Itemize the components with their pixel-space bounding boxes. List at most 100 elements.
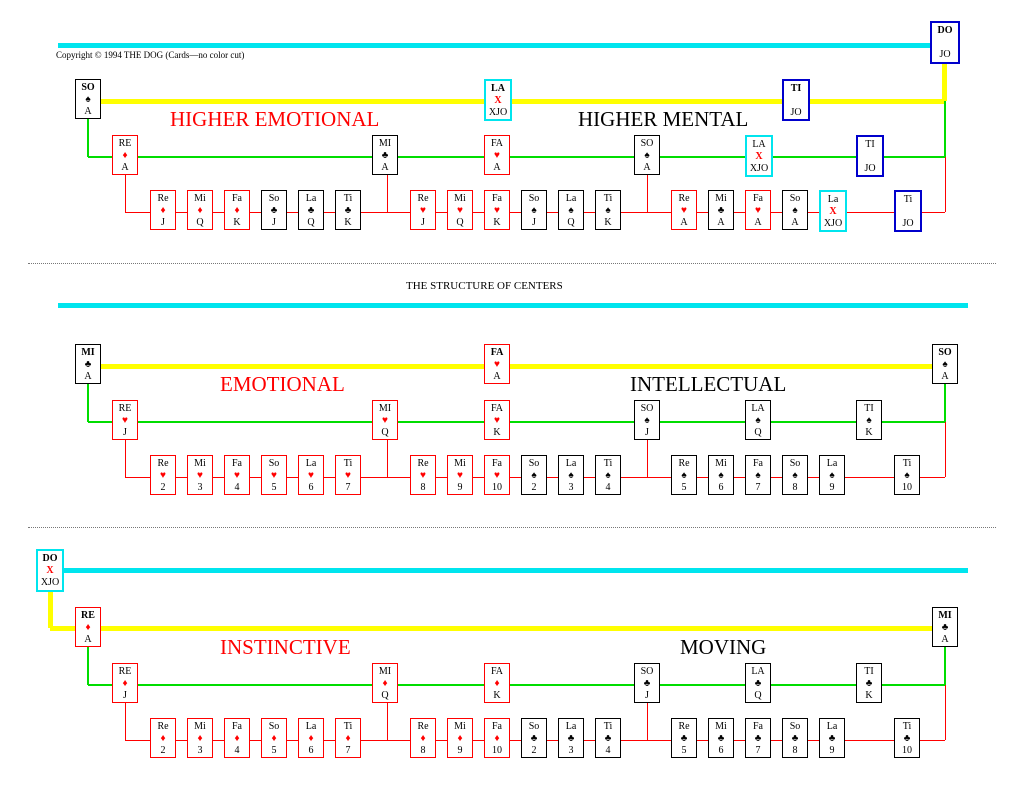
card-la-9: La♣9 [819, 718, 845, 758]
red-line [386, 440, 388, 477]
card-suit [896, 206, 920, 218]
card-note: So [268, 193, 280, 204]
card-so-8: So♠8 [782, 455, 808, 495]
yellow-line [50, 625, 932, 631]
card-note: Mi [715, 458, 727, 469]
card-note: Ti [903, 194, 913, 205]
card-rank: K [493, 217, 501, 228]
card-note: La [305, 721, 317, 732]
green-line [87, 647, 89, 685]
card-rank: 9 [457, 745, 463, 756]
card-suit: ♦ [197, 733, 203, 744]
card-so-8: So♣8 [782, 718, 808, 758]
card-rank: 6 [718, 482, 724, 493]
card-so-a: SO♠A [75, 79, 101, 119]
card-suit: ♥ [755, 205, 761, 216]
card-note: MI [378, 138, 392, 149]
card-note: Re [157, 458, 169, 469]
yellow-line [100, 363, 932, 369]
card-rank: J [645, 427, 649, 438]
card-suit: ♣ [567, 733, 575, 744]
card-rank: Q [381, 427, 389, 438]
card-rank: A [121, 162, 129, 173]
card-note: RE [118, 138, 132, 149]
cyan-line [64, 567, 968, 573]
card-suit: ♦ [122, 150, 128, 161]
card-note: TI [864, 403, 874, 414]
card-note: La [565, 458, 577, 469]
card-rank: 10 [902, 745, 912, 756]
structure-title: THE STRUCTURE OF CENTERS [406, 280, 563, 292]
card-suit: ♠ [718, 470, 724, 481]
card-rank: A [791, 217, 799, 228]
card-re-2: Re♥2 [150, 455, 176, 495]
card-rank: 5 [681, 482, 687, 493]
card-rank: 5 [681, 745, 687, 756]
card-ti-k: TI♣K [856, 663, 882, 703]
card-rank: XJO [488, 107, 508, 118]
card-note: SO [640, 138, 654, 149]
card-mi-3: Mi♥3 [187, 455, 213, 495]
card-note: FA [490, 138, 504, 149]
card-rank: 4 [605, 482, 611, 493]
card-note: So [268, 721, 280, 732]
card-rank: XJO [823, 218, 843, 229]
card-mi-q: MI♥Q [372, 400, 398, 440]
card-suit: ♠ [829, 470, 835, 481]
card-rank: 5 [271, 745, 277, 756]
card-suit: ♣ [604, 733, 612, 744]
card-fa-k: Fa♥K [484, 190, 510, 230]
card-so-j: So♠J [521, 190, 547, 230]
card-so-5: So♦5 [261, 718, 287, 758]
card-suit: ♣ [754, 733, 762, 744]
card-rank: K [233, 217, 241, 228]
green-line [88, 684, 945, 686]
card-note: DO [42, 553, 58, 564]
card-suit: ♠ [644, 150, 650, 161]
center-label: HIGHER EMOTIONAL [170, 107, 380, 131]
card-rank: 3 [568, 482, 574, 493]
card-rank: 4 [234, 745, 240, 756]
card-note: Ti [902, 721, 912, 732]
red-line [124, 440, 126, 477]
card-suit: ♣ [717, 733, 725, 744]
card-suit: ♣ [643, 678, 651, 689]
card-suit: ♠ [605, 205, 611, 216]
card-rank: 7 [345, 745, 351, 756]
card-suit [932, 37, 958, 49]
card-note: So [528, 458, 540, 469]
card-note: So [268, 458, 280, 469]
card-note: Mi [194, 458, 206, 469]
card-note: Mi [194, 721, 206, 732]
card-note: Fa [753, 458, 763, 469]
card-note: MI [81, 347, 95, 358]
card-fa-4: Fa♦4 [224, 718, 250, 758]
card-la-6: La♦6 [298, 718, 324, 758]
card-rank: 10 [492, 482, 502, 493]
card-note: Ti [343, 458, 353, 469]
card-ti-k: TI♠K [856, 400, 882, 440]
card-fa-7: Fa♠7 [745, 455, 771, 495]
card-ti-jo: TI JO [782, 79, 810, 121]
green-line [87, 384, 89, 422]
card-note: Ti [902, 458, 912, 469]
card-note: Fa [492, 721, 502, 732]
card-note: SO [640, 666, 654, 677]
card-suit: ♣ [754, 678, 762, 689]
red-line [944, 157, 946, 212]
card-suit: ♠ [531, 205, 537, 216]
card-mi-9: Mi♥9 [447, 455, 473, 495]
card-so-2: So♣2 [521, 718, 547, 758]
card-ti-10: Ti♣10 [894, 718, 920, 758]
card-suit: ♠ [792, 205, 798, 216]
card-ti-k: Ti♣K [335, 190, 361, 230]
card-suit: ♠ [755, 470, 761, 481]
card-rank: 7 [345, 482, 351, 493]
card-mi-q: Mi♦Q [187, 190, 213, 230]
card-rank: 9 [829, 482, 835, 493]
card-fa-a: FA♥A [484, 344, 510, 384]
card-suit: ♣ [717, 205, 725, 216]
card-rank: A [717, 217, 725, 228]
